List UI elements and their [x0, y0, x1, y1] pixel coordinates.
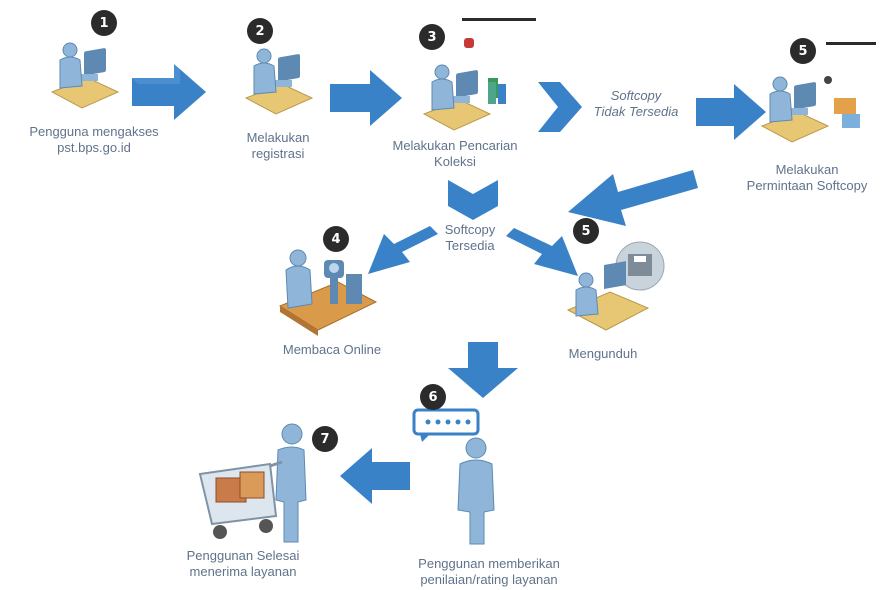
user-at-computer-icon [760, 76, 830, 143]
step-number-badge: 6 [420, 384, 446, 410]
branch-label-line: Softcopy [610, 88, 662, 103]
step-6-label: Penggunan memberikan penilaian/rating la… [384, 556, 594, 588]
reading-online-icon [278, 249, 378, 336]
arrow-step1-to-step2 [132, 64, 206, 120]
softcopy-available-label: Softcopy Tersedia [420, 222, 520, 254]
step-2-label: Melakukan registrasi [218, 130, 338, 162]
step-number-badge: 5 [790, 38, 816, 64]
download-icon [566, 241, 665, 331]
step-label-line: Permintaan Softcopy [746, 178, 868, 193]
step-5-download-label: Mengunduh [548, 346, 658, 362]
step-7-label: Penggunan Selesai menerima layanan [158, 548, 328, 580]
step-label-line: Membaca Online [282, 342, 382, 357]
step-number-badge: 5 [573, 218, 599, 244]
step-number-badge: 2 [247, 18, 273, 44]
step-label-line: Mengunduh [568, 346, 638, 361]
step-label-line: Melakukan Pencarian [392, 138, 518, 153]
search-screen-icon [462, 18, 536, 98]
step-5-request-label: Melakukan Permintaan Softcopy [722, 162, 892, 194]
step-label-line: Penggunan memberikan [418, 556, 560, 571]
step-label-line: Melakukan [246, 130, 310, 145]
request-box-icon [824, 42, 876, 128]
step-3-label: Melakukan Pencarian Koleksi [370, 138, 540, 170]
user-at-computer-icon [244, 48, 314, 115]
step-number-badge: 3 [419, 24, 445, 50]
step-label-line: penilaian/rating layanan [420, 572, 558, 587]
branch-label-line: Tidak Tersedia [593, 104, 679, 119]
user-at-computer-icon [50, 42, 120, 109]
rating-bubble-icon [412, 408, 480, 442]
arrow-step3-to-request [538, 82, 582, 132]
step-label-line: pst.bps.go.id [57, 140, 131, 155]
arrow-rating-to-finish [340, 448, 410, 504]
standing-user-icon [457, 437, 495, 545]
step-label-line: Penggunan Selesai [186, 548, 300, 563]
step-4-label: Membaca Online [262, 342, 402, 358]
branch-label-line: Softcopy [444, 222, 496, 237]
step-label-line: registrasi [251, 146, 305, 161]
step-number-badge: 4 [323, 226, 349, 252]
step-number-badge: 7 [312, 426, 338, 452]
arrow-request-back [568, 170, 698, 226]
arrow-down-to-rating [448, 342, 518, 398]
step-label-line: Pengguna mengakses [29, 124, 159, 139]
arrow-to-download [506, 228, 578, 276]
arrow-to-request-step [696, 84, 766, 140]
shopping-cart-icon [198, 423, 307, 543]
branch-label-line: Tersedia [445, 238, 495, 253]
step-label-line: Melakukan [775, 162, 839, 177]
step-label-line: Koleksi [434, 154, 476, 169]
step-1-label: Pengguna mengakses pst.bps.go.id [4, 124, 184, 156]
softcopy-not-available-label: Softcopy Tidak Tersedia [576, 88, 696, 120]
step-number-badge: 1 [91, 10, 117, 36]
arrow-step2-to-step3 [330, 70, 402, 126]
step-label-line: menerima layanan [189, 564, 297, 579]
arrow-to-read-online [368, 226, 438, 274]
book-icon [488, 82, 506, 104]
user-at-computer-icon [422, 64, 492, 131]
arrow-step3-down [448, 180, 498, 220]
